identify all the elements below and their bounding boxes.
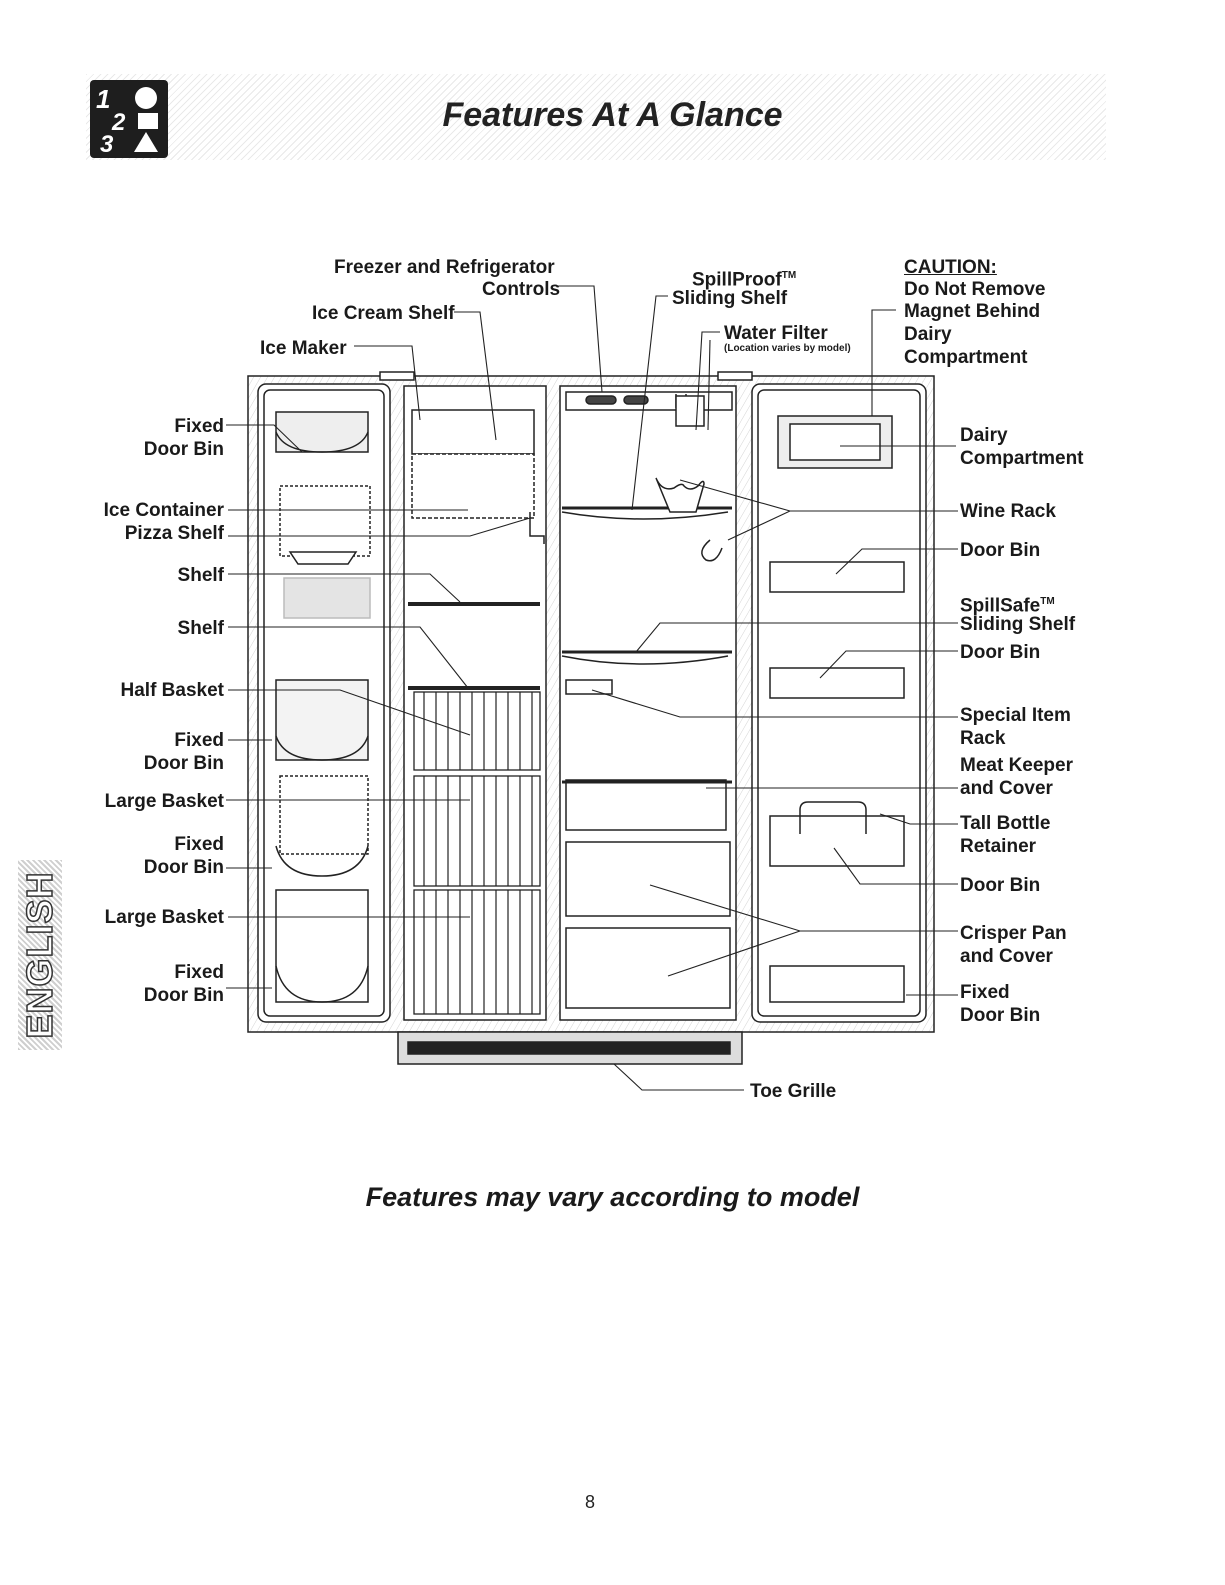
label-ice-maker: Ice Maker (260, 338, 347, 359)
label-water-filter-note: (Location varies by model) (724, 343, 851, 354)
label-large-basket-1: Large Basket (104, 791, 224, 812)
label-freezer-controls-2: Controls (482, 279, 561, 300)
steps-icon: 1 2 3 (90, 80, 168, 158)
label-water-filter: Water Filter (724, 323, 828, 344)
label-pizza-shelf: Pizza Shelf (124, 523, 224, 544)
footer-note: Features may vary according to model (365, 1182, 860, 1212)
label-wine-rack: Wine Rack (960, 501, 1056, 522)
page-title: Features At A Glance (442, 96, 783, 134)
label-door-bin-3: Door Bin (960, 875, 1041, 896)
label-freezer-controls: Freezer and Refrigerator (334, 257, 555, 278)
caution-line-3: Dairy (904, 324, 952, 345)
label-sliding-shelf-right: Sliding Shelf (960, 614, 1076, 635)
label-large-basket-2: Large Basket (104, 907, 224, 928)
caution-line-1: Do Not Remove (904, 279, 1046, 300)
label-toe-grille: Toe Grille (750, 1081, 837, 1102)
caution-line-2: Magnet Behind (904, 301, 1041, 322)
svg-text:2: 2 (111, 109, 126, 136)
language-tab: ENGLISH (18, 860, 62, 1050)
label-half-basket: Half Basket (120, 680, 225, 701)
label-sliding-shelf-top: Sliding Shelf (672, 288, 788, 309)
page-number: 8 (584, 1492, 595, 1512)
header-band (86, 74, 1106, 160)
label-shelf-1: Shelf (177, 565, 224, 586)
label-ice-cream-shelf: Ice Cream Shelf (312, 303, 455, 324)
label-ice-container: Ice Container (103, 500, 224, 521)
svg-text:3: 3 (100, 131, 114, 158)
caution-line-4: Compartment (904, 347, 1028, 368)
label-spillproof: SpillProofTM (692, 269, 797, 291)
label-shelf-2: Shelf (177, 618, 224, 639)
svg-text:1: 1 (96, 84, 110, 114)
caution-title: CAUTION: (904, 257, 997, 278)
label-spillsafe: SpillSafeTM (960, 595, 1055, 617)
label-door-bin-2: Door Bin (960, 642, 1041, 663)
label-door-bin-1: Door Bin (960, 540, 1041, 561)
